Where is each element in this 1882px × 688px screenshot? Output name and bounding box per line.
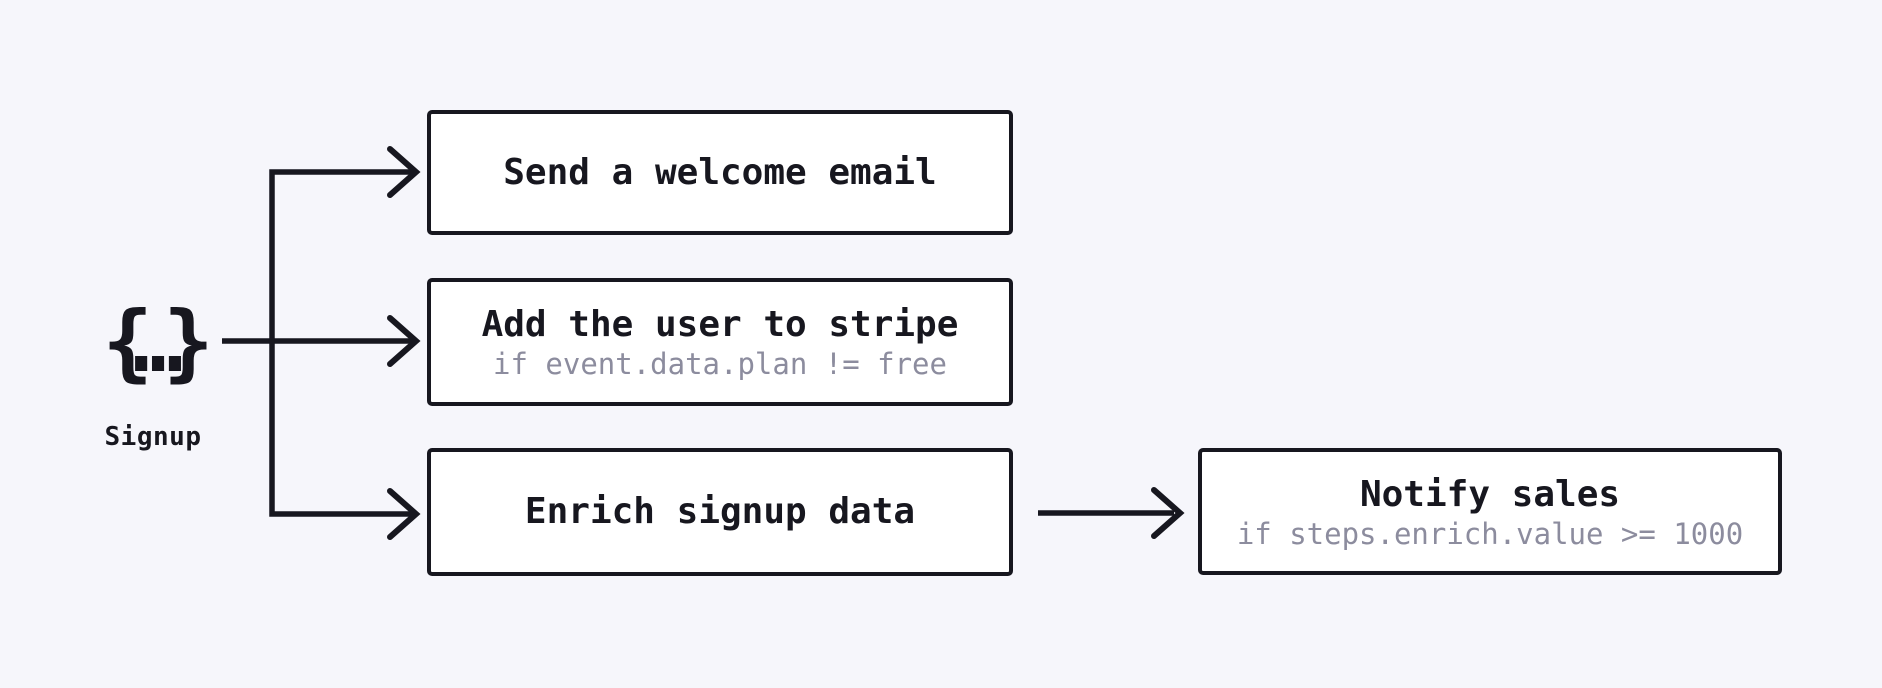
arrow-branch-line — [269, 169, 412, 517]
arrowhead-to-stripe-icon — [387, 315, 421, 367]
node-title: Enrich signup data — [524, 491, 916, 532]
node-condition: if steps.enrich.value >= 1000 — [1236, 516, 1744, 551]
event-payload-icon: {…} — [102, 293, 213, 391]
arrowhead-to-enrich-icon — [387, 488, 421, 540]
node-title: Send a welcome email — [503, 151, 937, 193]
event-label: Signup — [104, 422, 202, 452]
node-enrich-signup-data: Enrich signup data — [427, 448, 1013, 576]
node-add-user-to-stripe: Add the user to stripe if event.data.pla… — [427, 278, 1013, 406]
node-title: Add the user to stripe — [481, 304, 959, 345]
node-condition: if event.data.plan != free — [493, 347, 947, 381]
node-notify-sales: Notify sales if steps.enrich.value >= 10… — [1198, 448, 1782, 575]
arrowhead-to-notify-icon — [1151, 487, 1185, 539]
arrowhead-to-welcome-icon — [387, 146, 421, 198]
node-title: Notify sales — [1359, 473, 1621, 515]
node-send-welcome-email: Send a welcome email — [427, 110, 1013, 235]
